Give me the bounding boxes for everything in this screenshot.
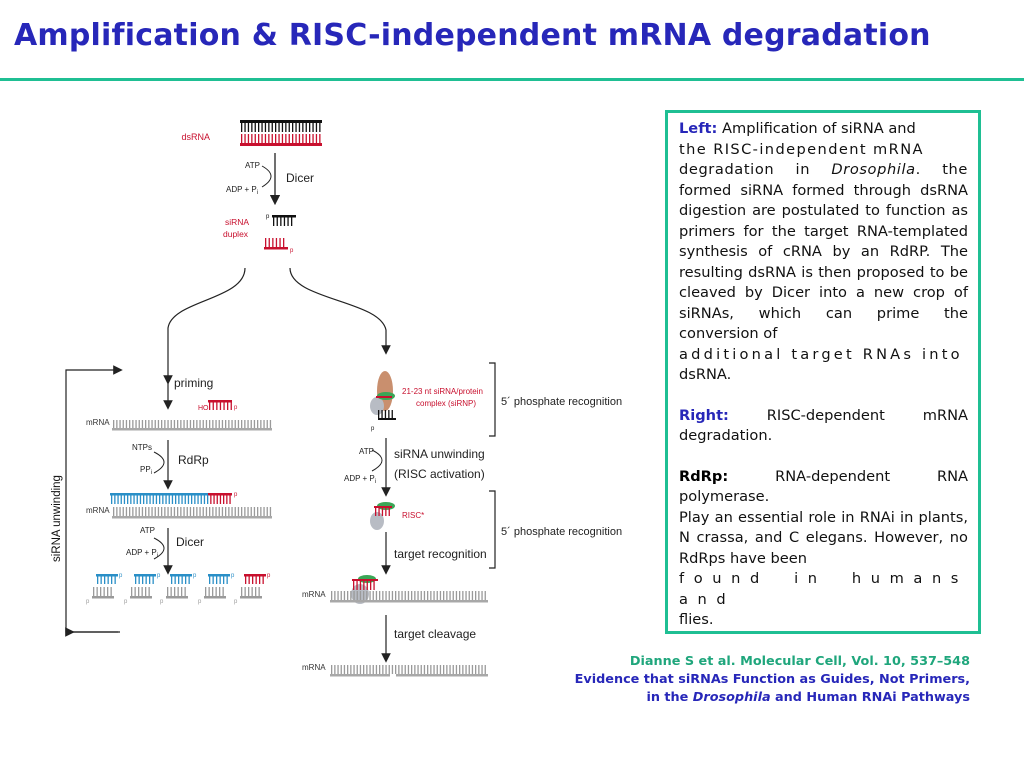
phosphate-recognition-1: 5´ phosphate recognition — [501, 396, 622, 408]
sirna-unwinding-vertical: siRNA unwinding — [51, 475, 63, 562]
title-divider — [0, 78, 1024, 81]
citation-line-3: in the Drosophila and Human RNAi Pathway… — [646, 690, 970, 705]
target-cleavage-label: target cleavage — [394, 627, 476, 641]
unwinding-label-2: (RISC activation) — [394, 467, 485, 481]
atp-label-r: ATP — [359, 447, 374, 456]
explanation-box: Left: Amplification of siRNA and the RIS… — [665, 110, 981, 634]
new-sirna-crop: p p p p p p p p p p — [86, 573, 271, 605]
svg-text:p: p — [234, 492, 238, 498]
sirna-label: siRNA — [225, 217, 249, 227]
risc-complex — [370, 502, 395, 530]
long-dsrna — [110, 493, 272, 519]
slide-title: Amplification & RISC-independent mRNA de… — [14, 18, 931, 53]
mrna-label-1: mRNA — [86, 418, 110, 427]
dicer-label-2: Dicer — [176, 535, 204, 549]
citation-line-1: Dianne S et al. Molecular Cell, Vol. 10,… — [629, 654, 970, 669]
crop-p-label: p — [231, 573, 235, 579]
rdrp-term: RdRp: — [679, 467, 729, 485]
complex-label-2: complex (siRNP) — [416, 399, 476, 408]
atp-label-1: ATP — [245, 161, 260, 170]
duplex-label: duplex — [223, 229, 249, 239]
crop-p-label: p — [119, 573, 123, 579]
phosphate-recognition-2: 5´ phosphate recognition — [501, 526, 622, 538]
dsrna-strand — [240, 120, 322, 146]
mrna-label-2: mRNA — [86, 506, 110, 515]
crop-p-label: p — [198, 599, 202, 605]
rna-pathway-diagram: dsRNA ATP ADP + Pi Dicer siRNA duplex p … — [51, 120, 622, 677]
left-explanation: Left: Amplification of siRNA and the RIS… — [679, 120, 968, 383]
mrna-label-b: mRNA — [302, 663, 326, 672]
bracket-1 — [489, 362, 496, 437]
primer-sirna — [208, 400, 232, 410]
crop-p-label: p — [193, 573, 197, 579]
unwinding-label-1: siRNA unwinding — [394, 447, 485, 461]
complex-label-1: 21-23 nt siRNA/protein — [402, 387, 483, 396]
branch-left — [163, 267, 246, 385]
ppi-label: PPi — [140, 465, 152, 476]
risc-label: RISC* — [402, 511, 424, 520]
adp-label-r: ADP + Pi — [344, 474, 376, 485]
bracket-2 — [489, 490, 496, 569]
target-recognition-label: target recognition — [394, 547, 487, 561]
mrna-label-a: mRNA — [302, 590, 326, 599]
sirna-duplex — [264, 215, 296, 250]
right-explanation: Right: RISC-dependent mRNA degradation. — [679, 406, 968, 445]
crop-p-label: p — [86, 599, 90, 605]
branch-right — [289, 267, 391, 355]
dicer-label-1: Dicer — [286, 171, 314, 185]
crop-p-label: p — [160, 599, 164, 605]
priming-label: priming — [174, 376, 213, 390]
svg-text:p: p — [234, 405, 238, 411]
duplex-p-bottom: p — [290, 248, 294, 254]
crop-p-label: p — [234, 599, 238, 605]
rdrp-explanation: RdRp: RNA-dependent RNA polymerase. Play… — [679, 467, 968, 629]
sirnp-complex — [370, 371, 396, 420]
mrna-strand-1 — [112, 420, 272, 431]
adp-label-2: ADP + Pi — [126, 548, 158, 559]
ntps-label: NTPs — [132, 443, 152, 452]
cleaved-mrna — [330, 665, 488, 677]
adp-label-1: ADP + Pi — [226, 185, 258, 196]
citation: Dianne S et al. Molecular Cell, Vol. 10,… — [575, 653, 970, 707]
dsrna-label: dsRNA — [181, 132, 210, 142]
left-label: Left: — [679, 120, 718, 137]
svg-text:p: p — [371, 426, 375, 432]
crop-p-label: p — [124, 599, 128, 605]
duplex-p-top: p — [266, 214, 270, 220]
crop-p-label: p — [267, 573, 271, 579]
target-mrna-complex — [330, 575, 488, 604]
ho-label: HO — [198, 405, 209, 412]
citation-line-2: Evidence that siRNAs Function as Guides,… — [574, 672, 970, 687]
atp-label-2: ATP — [140, 526, 155, 535]
rdrp-label: RdRp — [178, 453, 209, 467]
right-label: Right: — [679, 406, 729, 424]
crop-p-label: p — [157, 573, 161, 579]
